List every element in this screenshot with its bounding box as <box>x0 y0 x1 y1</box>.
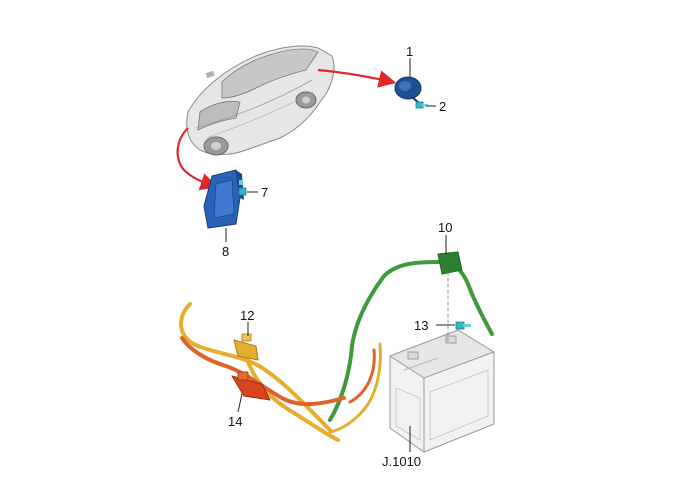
callout-1: 1 <box>406 44 413 59</box>
car-icon <box>186 45 335 156</box>
callout-7: 7 <box>261 185 268 200</box>
callout-2: 2 <box>439 99 446 114</box>
callout-14: 14 <box>228 414 242 429</box>
callout-8: 8 <box>222 244 229 259</box>
callout-battery: J.1010 <box>382 454 421 469</box>
bolt-icon <box>455 321 471 330</box>
arrow-car-to-horn <box>317 68 397 88</box>
bolt-icon <box>238 180 247 196</box>
callout-10: 10 <box>438 220 452 235</box>
battery-icon <box>388 329 496 453</box>
cable-harness-icon <box>179 251 494 442</box>
callout-12: 12 <box>240 308 254 323</box>
leader-lines <box>225 58 455 452</box>
bolt-icon <box>415 101 428 109</box>
horn-icon <box>394 76 422 105</box>
arrow-car-to-bracket <box>176 127 219 191</box>
bracket-icon <box>203 169 244 229</box>
callout-13: 13 <box>414 318 428 333</box>
